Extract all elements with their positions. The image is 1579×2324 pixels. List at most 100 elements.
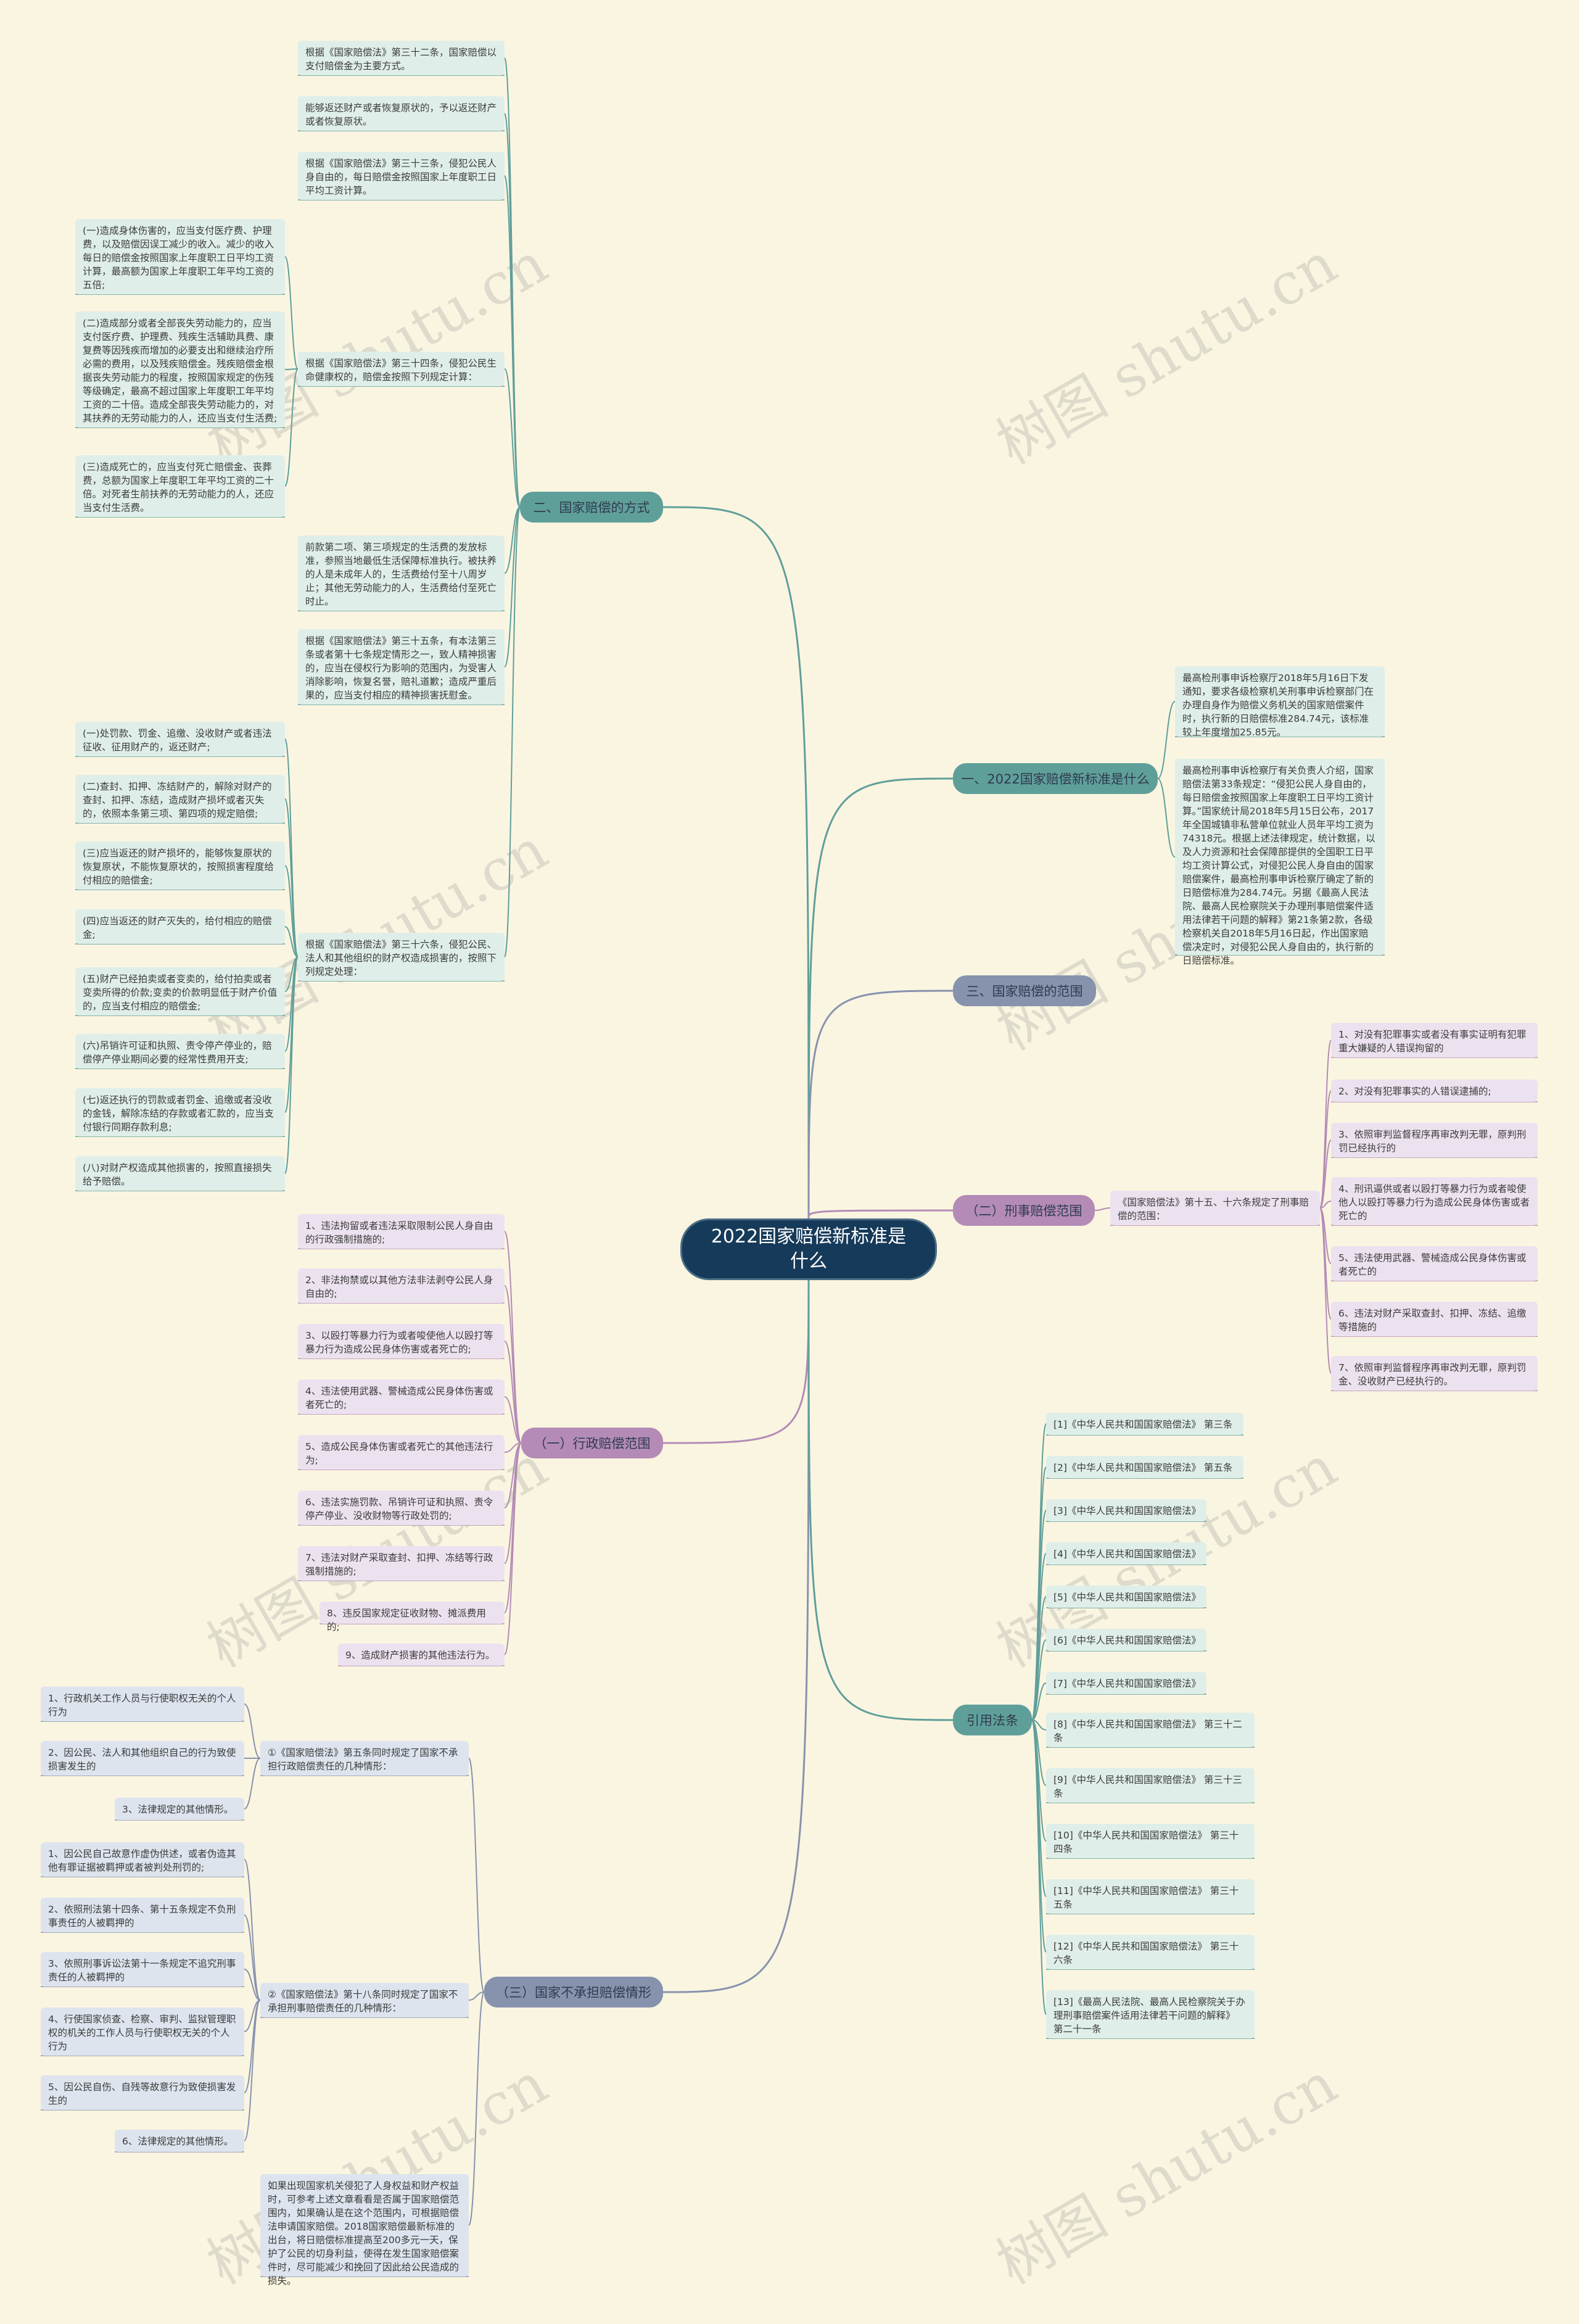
connector-line <box>504 1341 522 1444</box>
criminal-scope-item: 7、依照审判监督程序再审改判无罪，原判罚金、没收财产已经执行的。 <box>1331 1356 1538 1391</box>
connector-line <box>284 956 299 1113</box>
standard-item: 最高检刑事申诉检察厅有关负责人介绍，国家赔偿法第33条规定：“侵犯公民人身自由的… <box>1175 759 1385 966</box>
connector-line <box>284 956 299 1174</box>
admin-scope-item: 8、违反国家规定征收财物、摊派费用的; <box>320 1602 505 1632</box>
method-item: 前款第二项、第三项规定的生活费的发放标准，参照当地最低生活保障标准执行。被扶养的… <box>298 536 505 611</box>
connector-line <box>504 1442 522 1613</box>
cited-law-item[interactable]: [2]《中华人民共和国国家赔偿法》 第五条 <box>1046 1456 1243 1478</box>
admin-scope-item: 9、造成财产损害的其他违法行为。 <box>338 1644 505 1666</box>
non-liability-criminal-item: 5、因公民自伤、自残等故意行为致使损害发生的 <box>41 2075 244 2110</box>
non-liability-criminal-item: 1、因公民自己故意作虚伪供述，或者伪造其他有罪证据被羁押或者被判处刑罚的; <box>41 1842 244 1877</box>
non-liability-admin-rule: ①《国家赔偿法》第五条同时规定了国家不承担行政赔偿责任的几种情形： <box>260 1741 469 1776</box>
connector-line <box>468 1758 485 1993</box>
connector-line <box>504 507 521 574</box>
connector-line <box>244 1999 261 2032</box>
connector-line <box>504 507 521 957</box>
connector-line <box>662 506 810 1219</box>
article-34-item: (二)造成部分或者全部丧失劳动能力的，应当支付医疗费、护理费、残疾生活辅助具费、… <box>75 312 285 428</box>
connector-line <box>1319 1207 1332 1374</box>
connector-line <box>244 1703 261 1759</box>
article-36-item: (三)应当返还的财产损坏的，能够恢复原状的恢复原状，不能恢复原状的，按照损害程度… <box>75 842 285 890</box>
branch-compensation-methods[interactable]: 二、国家赔偿的方式 <box>520 492 663 523</box>
connector-line <box>468 1991 485 2226</box>
cited-law-item[interactable]: [11]《中华人民共和国国家赔偿法》 第三十五条 <box>1046 1879 1255 1914</box>
article-36-item: (六)吊销许可证和执照、责令停产停业的，赔偿停产停业期间必要的经常性费用开支; <box>75 1034 285 1069</box>
cited-law-item[interactable]: [3]《中华人民共和国国家赔偿法》 <box>1046 1499 1206 1521</box>
non-liability-criminal-item: 3、依照刑事诉讼法第十一条规定不追究刑事责任的人被羁押的 <box>41 1952 244 1987</box>
article-36-item: (七)返还执行的罚款或者罚金、追缴或者没收的金钱，解除冻结的存款或者汇款的，应当… <box>75 1088 285 1136</box>
connector-line <box>1157 778 1176 858</box>
standard-item: 最高检刑事申诉检察厅2018年5月16日下发通知，要求各级检察机关刑事申诉检察部… <box>1175 666 1385 738</box>
criminal-scope-item: 3、依照审判监督程序再审改判无罪，原判刑罚已经执行的 <box>1331 1123 1538 1157</box>
connector-line <box>284 926 299 957</box>
branch-new-standard[interactable]: 一、2022国家赔偿新标准是什么 <box>953 763 1158 794</box>
branch-cited-law[interactable]: 引用法条 <box>953 1705 1032 1735</box>
connector-line <box>244 1859 261 2001</box>
connector-line <box>504 368 521 508</box>
connector-line <box>807 1209 954 1219</box>
article-36-item: (八)对财产权造成其他损害的，按照直接损失给予赔偿。 <box>75 1156 285 1191</box>
method-item: 根据《国家赔偿法》第三十三条，侵犯公民人身自由的，每日赔偿金按照国家上年度职工日… <box>298 152 505 200</box>
criminal-scope-item: 4、刑讯逼供或者以殴打等暴力行为或者唆使他人以殴打等暴力行为造成公民身体伤害或者… <box>1331 1177 1538 1225</box>
criminal-scope-item: 6、违法对财产采取查封、扣押、冻结、追缴等措施的 <box>1331 1302 1538 1336</box>
criminal-scope-item: 1、对没有犯罪事实或者没有事实证明有犯罪重大嫌疑的人错误拘留的 <box>1331 1023 1538 1057</box>
connector-line <box>504 507 521 668</box>
connector-line <box>807 990 954 1219</box>
non-liability-admin-item: 1、行政机关工作人员与行使职权无关的个人行为 <box>41 1687 244 1721</box>
root-topic[interactable]: 2022国家赔偿新标准是什么 <box>680 1218 937 1280</box>
connector-line <box>504 175 521 508</box>
connector-line <box>504 1442 522 1453</box>
connector-line <box>1094 1207 1111 1211</box>
branch-compensation-scope[interactable]: 三、国家赔偿的范围 <box>953 975 1096 1006</box>
connector-line <box>504 1231 522 1444</box>
cited-law-item[interactable]: [9]《中华人民共和国国家赔偿法》 第三十三条 <box>1046 1768 1255 1803</box>
method-item: 根据《国家赔偿法》第三十六条，侵犯公民、法人和其他组织的财产权造成损害的，按照下… <box>298 933 505 981</box>
non-liability-criminal-item: 6、法律规定的其他情形。 <box>115 2130 244 2152</box>
cited-law-item[interactable]: [1]《中华人民共和国国家赔偿法》 第三条 <box>1046 1413 1243 1435</box>
connector-line <box>1031 1682 1047 1721</box>
branch-administrative-scope[interactable]: （一）行政赔偿范围 <box>521 1428 663 1458</box>
connector-line <box>244 1999 261 2141</box>
connector-line <box>284 256 299 370</box>
criminal-scope-rule: 《国家赔偿法》第十五、十六条规定了刑事赔偿的范围： <box>1110 1191 1320 1225</box>
connector-line <box>284 368 299 487</box>
connector-line <box>244 1758 261 1809</box>
non-liability-criminal-item: 4、行使国家侦查、检察、审判、监狱管理职权的机关的工作人员与行使职权无关的个人行… <box>41 2008 244 2056</box>
branch-non-liability[interactable]: （三）国家不承担赔偿情形 <box>484 1977 663 2008</box>
branch-criminal-scope[interactable]: （二）刑事赔偿范围 <box>953 1195 1095 1226</box>
admin-scope-item: 3、以殴打等暴力行为或者唆使他人以殴打等暴力行为造成公民身体伤害或者死亡的; <box>298 1324 505 1358</box>
connector-line <box>504 1396 522 1444</box>
admin-scope-item: 1、违法拘留或者违法采取限制公民人身自由的行政强制措施的; <box>298 1214 505 1249</box>
cited-law-item[interactable]: [12]《中华人民共和国国家赔偿法》 第三十六条 <box>1046 1935 1255 1969</box>
method-item: 根据《国家赔偿法》第三十二条，国家赔偿以支付赔偿金为主要方式。 <box>298 41 505 75</box>
connector-line <box>1319 1201 1332 1209</box>
cited-law-item[interactable]: [7]《中华人民共和国国家赔偿法》 <box>1046 1672 1206 1694</box>
connector-line <box>1031 1639 1047 1721</box>
connector-line <box>504 1285 522 1444</box>
admin-scope-item: 7、违法对财产采取查封、扣押、冻结等行政强制措施的; <box>298 1546 505 1581</box>
non-liability-criminal-item: 2、依照刑法第十四条、第十五条规定不负刑事责任的人被羁押的 <box>41 1898 244 1932</box>
connector-line <box>1031 1719 1047 2015</box>
cited-law-item[interactable]: [8]《中华人民共和国国家赔偿法》 第三十二条 <box>1046 1713 1255 1747</box>
cited-law-item[interactable]: [5]《中华人民共和国国家赔偿法》 <box>1046 1586 1206 1608</box>
article-34-item: (一)造成身体伤害的，应当支付医疗费、护理费，以及赔偿因误工减少的收入。减少的收… <box>75 219 285 294</box>
cited-law-item[interactable]: [4]《中华人民共和国国家赔偿法》 <box>1046 1542 1206 1565</box>
method-item: 能够返还财产或者恢复原状的，予以返还财产或者恢复原状。 <box>298 96 505 131</box>
method-item: 根据《国家赔偿法》第三十四条，侵犯公民生命健康权的，赔偿金按照下列规定计算： <box>298 352 505 386</box>
article-34-item: (三)造成死亡的，应当支付死亡赔偿金、丧葬费，总额为国家上年度职工年平均工资的二… <box>75 455 285 517</box>
connector-line <box>284 865 299 957</box>
article-36-item: (四)应当返还的财产灭失的，给付相应的赔偿金; <box>75 909 285 944</box>
cited-law-item[interactable]: [13]《最高人民法院、最高人民检察院关于办理刑事赔偿案件适用法律若干问题的解释… <box>1046 1990 1255 2038</box>
connector-line <box>1031 1510 1047 1721</box>
connector-line <box>1157 701 1176 779</box>
cited-law-item[interactable]: [6]《中华人民共和国国家赔偿法》 <box>1046 1629 1206 1651</box>
admin-scope-item: 2、非法拘禁或以其他方法非法剥夺公民人身自由的; <box>298 1268 505 1303</box>
cited-law-item[interactable]: [10]《中华人民共和国国家赔偿法》 第三十四条 <box>1046 1824 1255 1858</box>
admin-scope-item: 5、造成公民身体伤害或者死亡的其他违法行为; <box>298 1435 505 1470</box>
admin-scope-item: 4、违法使用武器、警械造成公民身体伤害或者死亡的; <box>298 1379 505 1414</box>
criminal-scope-item: 2、对没有犯罪事实的人错误逮捕的; <box>1331 1080 1538 1102</box>
admin-scope-item: 6、违法实施罚款、吊销许可证和执照、责令停产停业、没收财物等行政处罚的; <box>298 1491 505 1525</box>
connector-line <box>807 1280 954 1721</box>
connector-line <box>662 1280 810 1444</box>
